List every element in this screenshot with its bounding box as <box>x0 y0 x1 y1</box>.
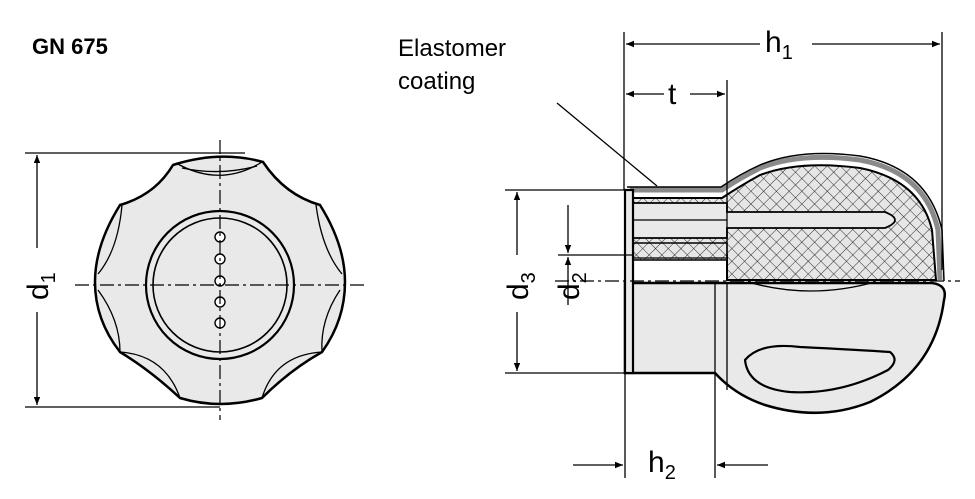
side-grip-recess <box>743 344 896 394</box>
d2-label: d2 <box>553 272 591 300</box>
knob-side-lower-body <box>623 281 946 415</box>
drawing-title: GN 675 <box>32 34 108 59</box>
grip-recess-bottom-left <box>119 351 181 399</box>
grip-recess-left-upper <box>97 204 123 275</box>
h1-label: h1 <box>765 26 793 64</box>
grip-recess-left-lower <box>97 289 121 353</box>
grip-recess-right-lower <box>321 289 341 353</box>
side-grip-upper-curve <box>747 281 876 292</box>
d3-label: d3 <box>502 272 540 300</box>
callout-line2: coating <box>398 68 475 95</box>
callout-leader <box>556 102 658 187</box>
coating-outline <box>627 152 945 282</box>
grip-recess-right-upper <box>315 204 343 275</box>
h2-label: h2 <box>648 446 676 484</box>
elastomer-coating <box>630 154 943 281</box>
d1-label: d1 <box>22 272 60 300</box>
front-view: d1 <box>22 140 365 420</box>
t-label: t <box>668 78 677 111</box>
side-view: h1 t d3 d2 h2 Elastomer coating <box>398 26 960 484</box>
callout-line1: Elastomer <box>398 35 506 62</box>
grip-recess-bottom-right <box>261 351 323 399</box>
